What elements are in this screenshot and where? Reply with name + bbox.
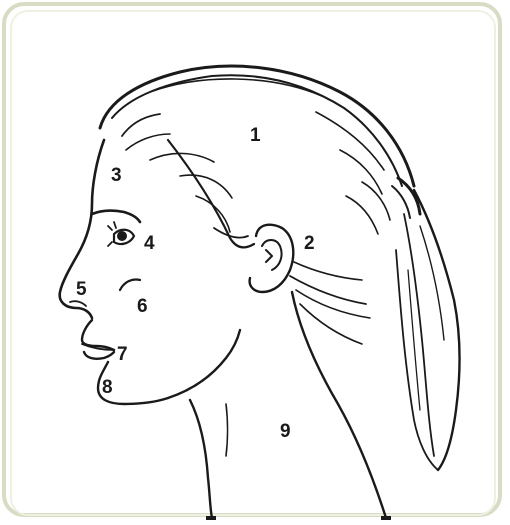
- bottom-mark: [381, 516, 391, 520]
- label-forehead: 3: [111, 166, 122, 185]
- cheek-line: [120, 279, 140, 290]
- hair-top-strand: [150, 79, 322, 96]
- ear-canal: [266, 250, 272, 262]
- ear-outline: [250, 225, 294, 292]
- label-hair-top: 1: [250, 126, 261, 145]
- crown-strand: [362, 182, 390, 220]
- hair-strand: [214, 228, 248, 238]
- hair-back: [300, 304, 362, 344]
- eye-iris: [117, 231, 127, 241]
- ponytail-strand: [420, 226, 444, 340]
- label-chin: 8: [102, 378, 113, 397]
- eyebrow: [92, 211, 140, 222]
- neck-back: [292, 292, 386, 518]
- label-neck: 9: [280, 422, 291, 441]
- lower-lip: [84, 352, 114, 359]
- hair-strand: [126, 134, 170, 150]
- hairline: [168, 140, 254, 247]
- nostril: [70, 301, 86, 306]
- neck-muscle: [226, 404, 228, 456]
- hair-back: [290, 276, 366, 304]
- label-ear: 2: [304, 234, 315, 253]
- crown-strand: [340, 150, 382, 194]
- crown-strand: [346, 196, 378, 234]
- hair-back: [296, 290, 370, 318]
- jaw-line: [168, 330, 240, 398]
- ponytail-inner: [404, 214, 434, 456]
- bottom-mark: [206, 516, 216, 520]
- label-mouth: 7: [117, 345, 128, 364]
- hair-back: [294, 262, 362, 280]
- label-nose: 5: [76, 280, 87, 299]
- crown-strand: [316, 112, 384, 170]
- label-cheek: 6: [137, 297, 148, 316]
- hair-strand: [122, 114, 160, 136]
- ponytail-tie-inner: [392, 186, 410, 218]
- label-eye: 4: [144, 234, 155, 253]
- neck-front: [190, 400, 212, 518]
